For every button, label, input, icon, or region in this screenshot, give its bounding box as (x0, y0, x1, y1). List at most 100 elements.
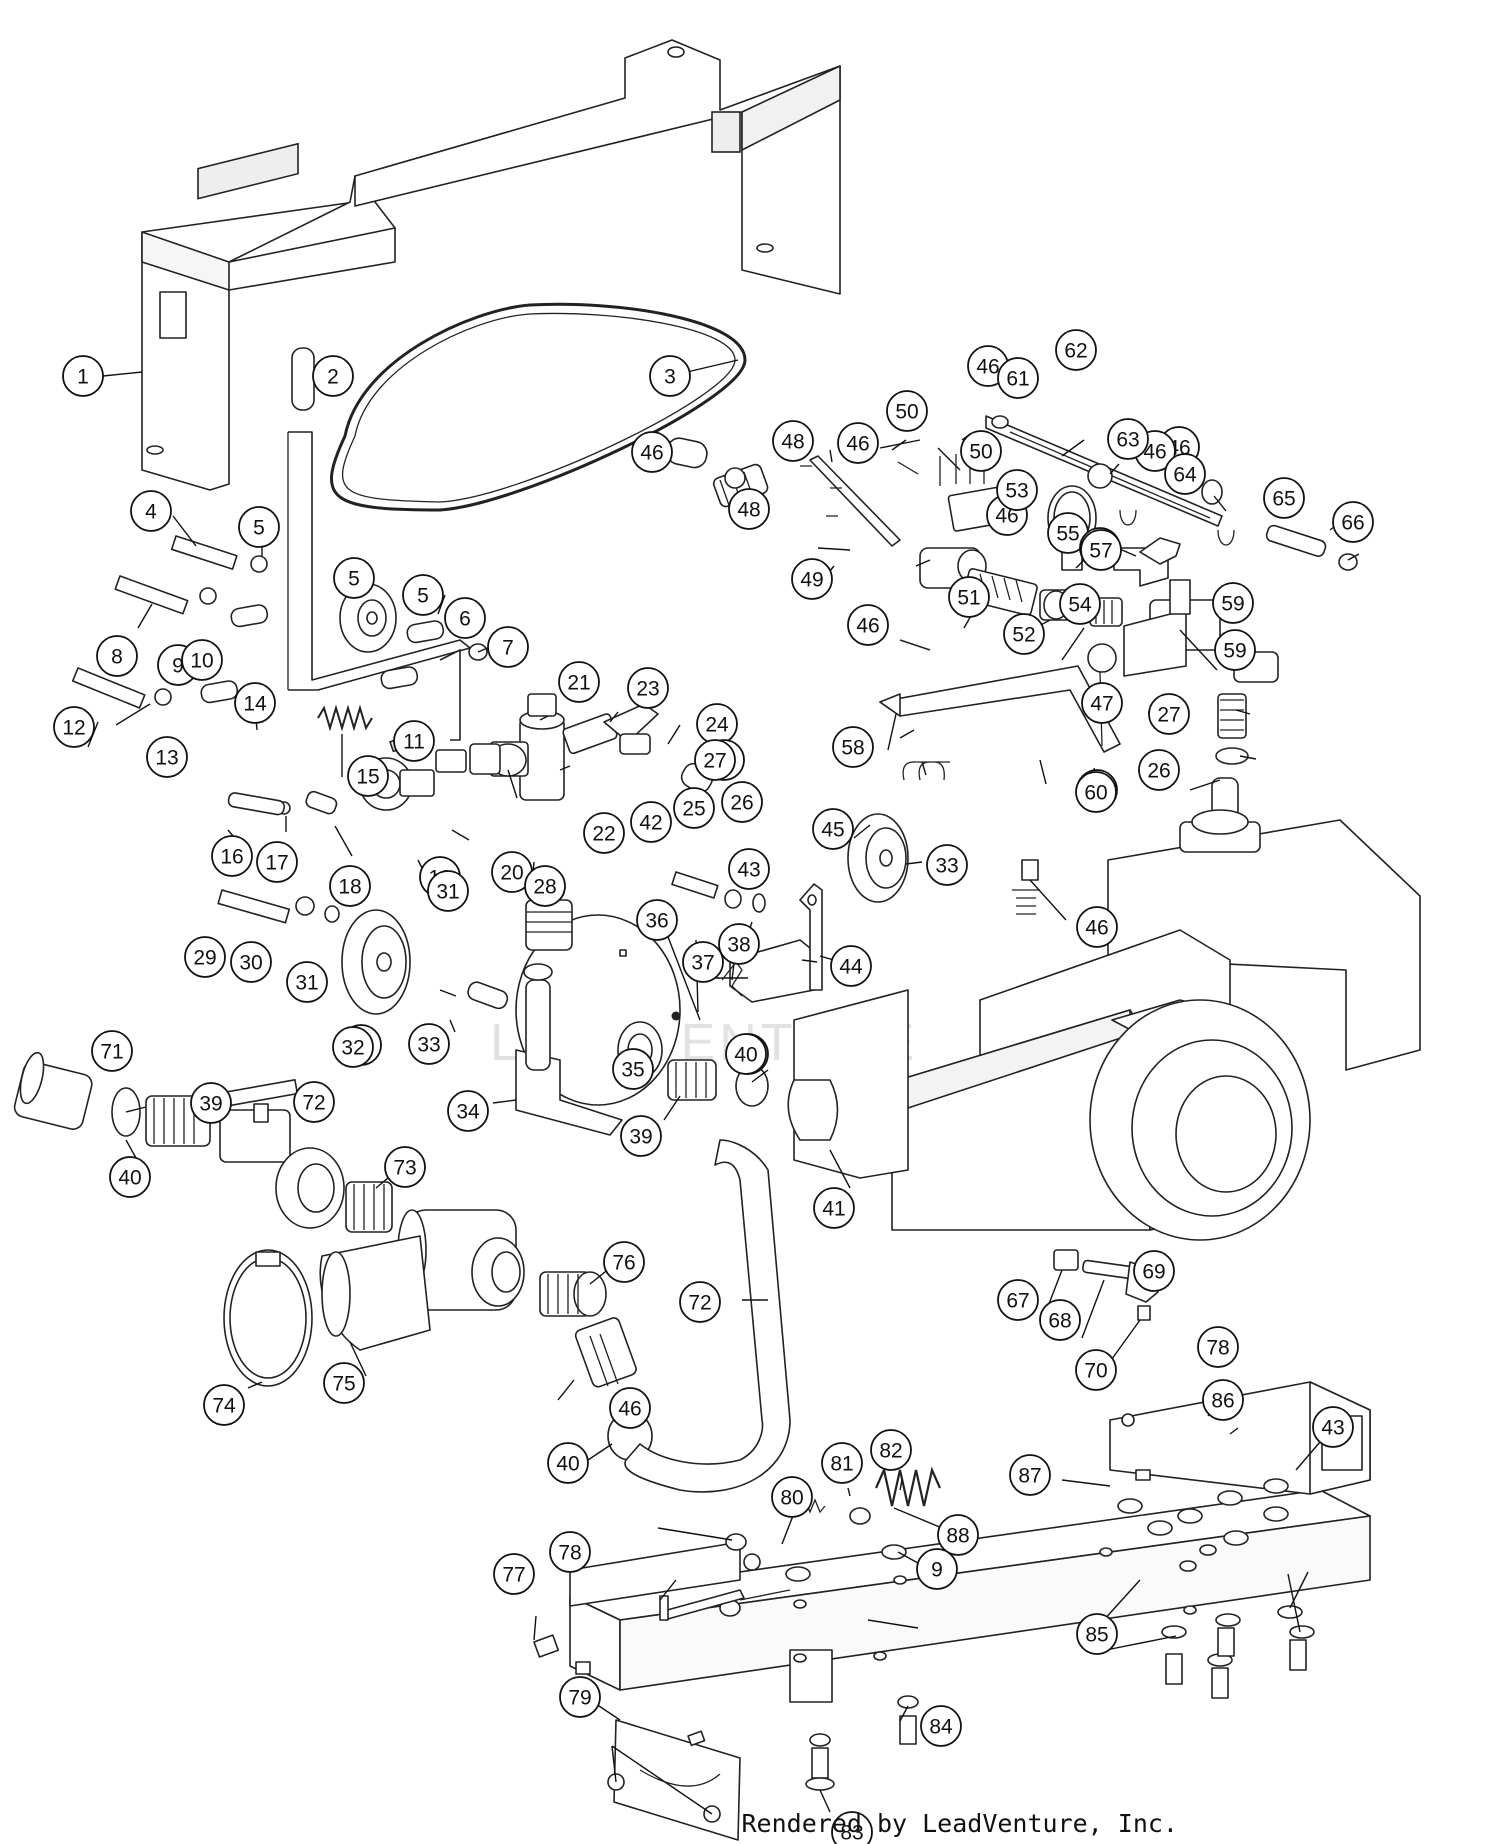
callout-number: 46 (846, 433, 869, 456)
callout-number: 63 (1116, 429, 1139, 452)
callout-circle (1075, 771, 1117, 813)
callout-number: 81 (830, 1453, 853, 1476)
callout-48: 48 (728, 488, 770, 530)
callout-number: 59 (1223, 640, 1246, 663)
callout-circle (402, 574, 444, 616)
credit-text: Rendered by LeadVenture, Inc. (741, 1809, 1179, 1838)
callout-circle (1055, 329, 1097, 371)
callout-number: 57 (1089, 540, 1112, 563)
callout-71: 71 (91, 1030, 133, 1072)
callout-circle (487, 626, 529, 668)
leader-lines (87, 359, 1360, 1815)
callout-36: 36 (636, 899, 678, 941)
callout-circle (524, 865, 566, 907)
callout-circle (996, 469, 1038, 511)
callout-circle (1059, 583, 1101, 625)
callout-circle (333, 557, 375, 599)
pulleys (339, 583, 909, 1015)
callout-60: 60 (1075, 771, 1117, 813)
callout-number: 55 (1056, 523, 1079, 546)
callout-number: 33 (417, 1034, 440, 1057)
callout-64: 64 (1164, 453, 1206, 495)
callout-number: 61 (1006, 368, 1029, 391)
callout-10: 10 (181, 639, 223, 681)
callout-number: 40 (734, 1044, 757, 1067)
callout-number: 6 (459, 608, 471, 631)
callout-number: 42 (639, 812, 662, 835)
callout-circle (559, 1676, 601, 1718)
callout-12: 12 (53, 706, 95, 748)
callout-circle (312, 355, 354, 397)
callout-number: 82 (879, 1440, 902, 1463)
callout-circle (920, 1705, 962, 1747)
callout-75: 75 (323, 1362, 365, 1404)
callout-circle (771, 1476, 813, 1518)
callout-number: 78 (1206, 1337, 1229, 1360)
callout-42: 42 (630, 801, 672, 843)
callout-number: 80 (780, 1487, 803, 1510)
callout-number: 71 (100, 1041, 123, 1064)
drive-belt (330, 302, 747, 512)
callout-40: 40 (725, 1033, 767, 1075)
callout-circle (960, 430, 1002, 472)
callout-number: 84 (929, 1716, 953, 1739)
callout-48: 48 (772, 420, 814, 462)
callout-69: 69 (1133, 1250, 1175, 1292)
callout-number: 34 (456, 1101, 480, 1124)
callout-number: 75 (332, 1373, 355, 1396)
callout-number: 43 (1321, 1417, 1344, 1440)
hardware (71, 535, 766, 924)
callout-16: 16 (211, 835, 253, 877)
callout-circle (1332, 501, 1374, 543)
callout-13: 13 (146, 736, 188, 778)
callout-67: 67 (997, 1279, 1039, 1321)
callout-number: 59 (1221, 593, 1244, 616)
callout-59: 59 (1214, 629, 1256, 671)
callout-number: 17 (265, 852, 288, 875)
callout-number: 70 (1084, 1360, 1107, 1383)
callout-circle (1138, 749, 1180, 791)
callout-circle (916, 1548, 958, 1590)
callout-81: 81 (821, 1442, 863, 1484)
callout-circle (1081, 682, 1123, 724)
callout-number: 46 (1085, 917, 1108, 940)
callout-77: 77 (493, 1553, 535, 1595)
callout-circle (886, 390, 928, 432)
callout-number: 49 (800, 569, 823, 592)
callout-number: 85 (1085, 1624, 1108, 1647)
callout-circle (679, 1281, 721, 1323)
callout-number: 67 (1006, 1290, 1029, 1313)
callout-number: 33 (935, 855, 958, 878)
callout-circle (627, 667, 669, 709)
callout-circle (181, 639, 223, 681)
callout-circle (870, 1429, 912, 1471)
callout-number: 11 (403, 731, 425, 754)
callout-39: 39 (190, 1082, 232, 1124)
callout-number: 47 (1090, 693, 1113, 716)
callout-number: 69 (1142, 1261, 1165, 1284)
callout-number: 35 (621, 1059, 644, 1082)
callout-circle (329, 865, 371, 907)
callout-23: 23 (627, 667, 669, 709)
callout-number: 28 (533, 876, 556, 899)
callout-circle (997, 357, 1039, 399)
callout-31: 31 (427, 870, 469, 912)
small-bracket (659, 1589, 791, 1621)
callout-circle (728, 488, 770, 530)
callout-circle (347, 755, 389, 797)
callout-circle (184, 936, 226, 978)
callout-66: 66 (1332, 501, 1374, 543)
callout-number: 58 (841, 737, 864, 760)
callout-63: 63 (1107, 418, 1149, 460)
callout-number: 12 (62, 717, 85, 740)
callout-40: 40 (109, 1156, 151, 1198)
callout-24: 24 (696, 703, 738, 745)
callout-number: 50 (969, 441, 992, 464)
callout-number: 46 (856, 615, 879, 638)
callout-circle (211, 835, 253, 877)
callout-84: 84 (920, 1705, 962, 1747)
callout-number: 2 (327, 366, 339, 389)
callout-circle (926, 844, 968, 886)
callout-circle (631, 431, 673, 473)
